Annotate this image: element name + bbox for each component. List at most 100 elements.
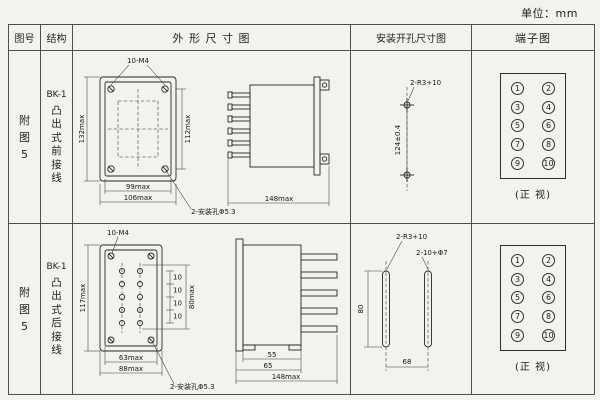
structure-char: 出: [51, 290, 62, 302]
dimension-lines: [364, 240, 429, 368]
dim-height-overall: 132max: [78, 115, 86, 144]
terminal-1: 1: [511, 81, 524, 95]
dim-pitch: 10: [173, 274, 182, 282]
header-outline: 外 形 尺 寸 图: [73, 25, 351, 51]
structure-cell-row2: BK-1 凸 出 式 后 接 线: [41, 224, 73, 394]
model-name: BK-1: [46, 261, 67, 272]
terminal-2: 2: [542, 253, 555, 267]
mounting-slots: [382, 261, 432, 371]
terminal-cell-row2: 1 2 3 4 5 6 7 8 9 10 (正 视): [472, 224, 594, 394]
structure-label: BK-1 凸 出 式 后 接 线: [46, 261, 67, 356]
terminal-6: 6: [542, 119, 555, 133]
terminal-7: 7: [511, 310, 524, 324]
structure-char: 式: [51, 131, 62, 144]
mounting-cell-row1: 2-R3+10 124±0.4: [351, 51, 472, 224]
outline-cell-row2: 10-M4 117max 10 10 10 10 80max 63max 88m…: [73, 224, 351, 394]
structure-char: 线: [51, 172, 62, 184]
terminal-4: 4: [542, 100, 555, 114]
fig-char: 5: [21, 147, 28, 161]
dimension-labels: 2-R3+10 124±0.4: [394, 79, 441, 155]
side-view: [227, 76, 329, 176]
structure-char: 式: [51, 303, 62, 316]
structure-char: 凸: [51, 104, 62, 117]
terminal-diagram-box: 1 2 3 4 5 6 7 8 9 10: [500, 73, 566, 179]
terminal-3: 3: [511, 100, 524, 114]
terminal-6: 6: [542, 291, 555, 305]
mount-hole-note: 2-安装孔Φ5.3: [170, 382, 215, 391]
dim-depth-flange: 65: [263, 362, 272, 370]
mount-hole-note: 2-安装孔Φ5.3: [191, 207, 236, 216]
dim-screw-label: 10-M4: [127, 57, 149, 65]
fig-no-cell-row1: 附 图 5: [9, 51, 41, 224]
dim-width-overall: 106max: [123, 194, 152, 202]
terminal-diagram: 1 2 3 4 5 6 7 8 9 10 (正 视): [500, 245, 566, 373]
dimension-lines: [83, 64, 329, 210]
structure-char: 接: [51, 158, 62, 171]
dim-screw-label: 10-M4: [107, 229, 129, 237]
structure-label: BK-1 凸 出 式 前 接 线: [46, 89, 67, 184]
structure-char: 前: [51, 145, 62, 157]
structure-char: 凸: [51, 276, 62, 289]
dim-width-overall: 88max: [118, 365, 142, 373]
header-structure: 结构: [41, 25, 73, 51]
outline-cell-row1: 10-M4 132max 112max 99max 106max 2-安装孔Φ5…: [73, 51, 351, 224]
slot-label: 2-10+Φ7: [416, 249, 448, 257]
terminal-5: 5: [511, 119, 524, 133]
figure-number: 附 图 5: [19, 115, 30, 160]
dimension-labels: 10-M4 132max 112max 99max 106max 2-安装孔Φ5…: [78, 57, 293, 216]
terminal-9: 9: [511, 329, 524, 343]
mounting-hole-drawing-front-wiring: 2-R3+10 124±0.4: [394, 79, 441, 191]
front-view: [99, 76, 176, 182]
terminal-7: 7: [511, 138, 524, 152]
header-mounting: 安装开孔尺寸图: [351, 25, 472, 51]
terminal-8: 8: [542, 310, 555, 324]
terminal-1: 1: [511, 253, 524, 267]
structure-char: 线: [51, 344, 62, 356]
dim-height-overall: 117max: [79, 284, 87, 313]
terminal-4: 4: [542, 272, 555, 286]
fig-char: 5: [21, 319, 28, 333]
terminal-2: 2: [542, 81, 555, 95]
structure-cell-row1: BK-1 凸 出 式 前 接 线: [41, 51, 73, 224]
dim-height-inner: 112max: [184, 115, 192, 144]
dim-depth-overall: 148max: [271, 373, 300, 381]
hole-label: 2-R3+10: [396, 233, 427, 241]
structure-char: 接: [51, 330, 62, 343]
terminal-3: 3: [511, 272, 524, 286]
dim-width-inner: 63max: [118, 354, 142, 362]
dim-slot-spacing: 68: [403, 358, 412, 366]
structure-char: 后: [51, 317, 62, 329]
terminal-diagram-box: 1 2 3 4 5 6 7 8 9 10: [500, 245, 566, 351]
figure-number: 附 图 5: [19, 287, 30, 332]
dimension-lines: [83, 236, 337, 385]
front-view: [99, 244, 162, 352]
fig-no-cell-row2: 附 图 5: [9, 224, 41, 394]
fig-char: 附: [19, 113, 30, 127]
dim-pitch: 10: [173, 287, 182, 295]
dim-stud-span: 80max: [188, 285, 196, 309]
outline-drawing-front-wiring: 10-M4 132max 112max 99max 106max 2-安装孔Φ5…: [78, 57, 329, 216]
dim-width-inner: 99max: [125, 183, 149, 191]
mounting-cell-row2: 2-R3+10 2-10+Φ7 80 68: [351, 224, 472, 394]
spec-table: 图号 结构 外 形 尺 寸 图 安装开孔尺寸图 端子图 附 图 5 BK-1 凸…: [8, 24, 595, 395]
model-name: BK-1: [46, 89, 67, 100]
terminal-cell-row1: 1 2 3 4 5 6 7 8 9 10 (正 视): [472, 51, 594, 224]
terminal-caption: (正 视): [515, 190, 551, 201]
dim-pitch: 10: [173, 300, 182, 308]
terminal-10: 10: [542, 157, 555, 171]
dim-depth-overall: 148max: [264, 195, 293, 203]
dimension-lines: [406, 86, 415, 172]
terminal-diagram: 1 2 3 4 5 6 7 8 9 10 (正 视): [500, 73, 566, 201]
fig-char: 图: [19, 130, 30, 144]
hole-label: 2-R3+10: [410, 79, 441, 87]
terminal-8: 8: [542, 138, 555, 152]
dimension-labels: 2-R3+10 2-10+Φ7 80 68: [357, 233, 448, 366]
terminal-10: 10: [542, 329, 555, 343]
header-terminal: 端子图: [472, 25, 594, 51]
fig-char: 图: [19, 302, 30, 316]
dimension-labels: 10-M4 117max 10 10 10 10 80max 63max 88m…: [79, 229, 300, 391]
structure-char: 出: [51, 118, 62, 130]
dim-depth-body: 55: [267, 351, 276, 359]
mounting-hole-drawing-rear-wiring: 2-R3+10 2-10+Φ7 80 68: [357, 233, 448, 371]
